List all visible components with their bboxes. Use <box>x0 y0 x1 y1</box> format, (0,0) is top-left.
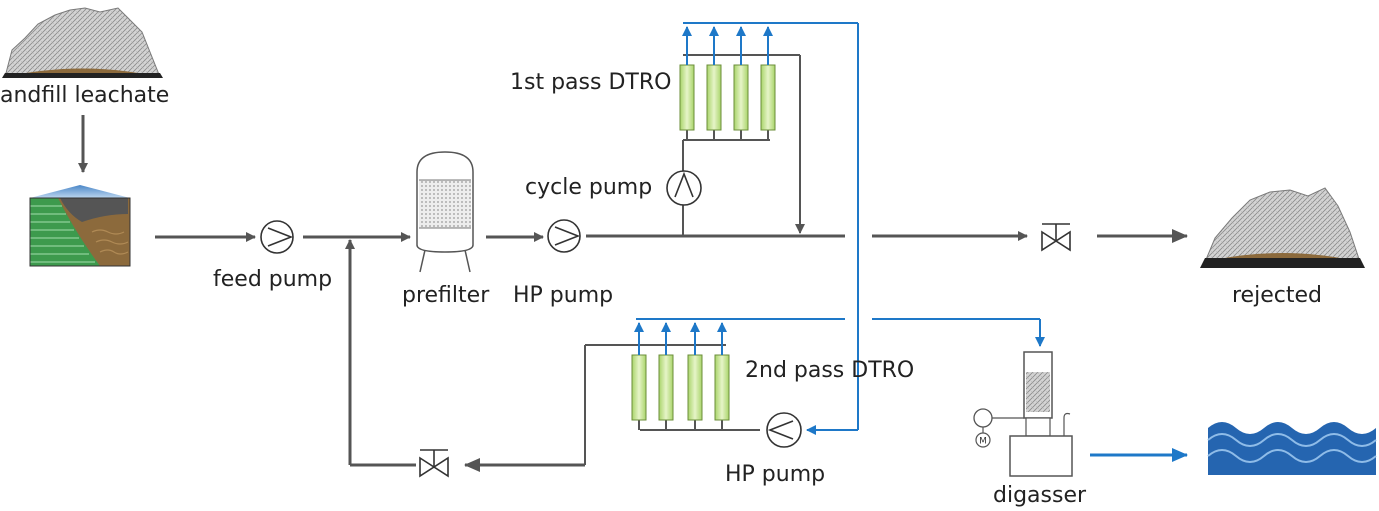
label-cycle-pump: cycle pump <box>525 175 653 200</box>
reject-valve-icon <box>1041 223 1071 252</box>
dtro-module-2-3 <box>687 354 703 421</box>
dtro-module-1-1 <box>679 64 695 131</box>
label-hp-pump-top: HP pump <box>513 283 614 308</box>
svg-text:M: M <box>979 437 987 447</box>
label-second-pass-dtro: 2nd pass DTRO <box>745 358 915 383</box>
first-pass-permeate <box>682 22 859 435</box>
leachate-tank-icon <box>29 185 131 267</box>
second-pass-modules <box>631 345 730 430</box>
cycle-pump-icon <box>666 170 702 206</box>
dtro-module-2-2 <box>658 354 674 421</box>
hp-pump-top-icon <box>547 219 581 253</box>
label-feed-pump: feed pump <box>213 267 333 292</box>
digasser-icon: M <box>973 351 1073 477</box>
label-rejected: rejected <box>1232 283 1322 308</box>
first-pass-modules <box>679 55 776 140</box>
feed-pump-icon <box>260 220 294 254</box>
landfill-heap-icon <box>2 7 163 78</box>
dtro-module-1-2 <box>706 64 722 131</box>
return-valve-icon <box>419 449 449 478</box>
label-digasser: digasser <box>993 483 1087 508</box>
prefilter-vessel-icon <box>416 151 474 273</box>
rejected-heap-icon <box>1200 187 1365 268</box>
label-hp-pump-bottom: HP pump <box>725 462 826 487</box>
label-prefilter: prefilter <box>402 283 490 308</box>
clean-water-icon <box>1207 422 1377 475</box>
hp-pump-bottom-icon <box>766 412 802 448</box>
second-pass-permeate <box>634 318 1045 355</box>
dtro-module-1-3 <box>733 64 749 131</box>
dtro-module-1-4 <box>760 64 776 131</box>
second-pass-loop <box>464 344 760 472</box>
dtro-module-2-4 <box>714 354 730 421</box>
label-landfill-leachate: andfill leachate <box>0 83 170 108</box>
label-first-pass-dtro: 1st pass DTRO <box>510 70 672 95</box>
dtro-module-2-1 <box>631 354 647 421</box>
